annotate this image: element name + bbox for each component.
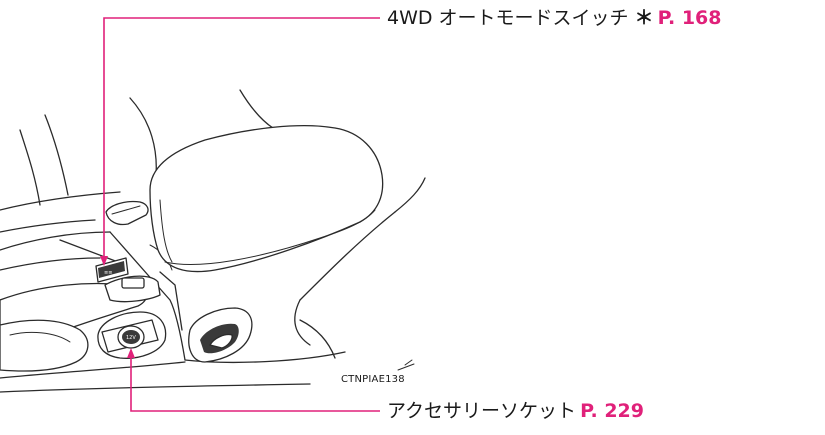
- callout-socket-label: アクセサリーソケット: [387, 400, 577, 422]
- callout-4wd-asterisk: ＊: [634, 7, 654, 29]
- callout-4wd-label: 4WD オートモードスイッチ: [387, 7, 629, 29]
- shift-gate: [104, 275, 161, 303]
- svg-text:12V: 12V: [126, 335, 136, 341]
- left-seat-outline: [0, 114, 121, 233]
- illustration-code: CTNPIAE138: [341, 374, 405, 385]
- ground-marks: [397, 359, 415, 371]
- leader-line-4wd: [100, 17, 380, 266]
- callout-socket-page-ref[interactable]: P. 229: [580, 400, 644, 422]
- callout-4wd-page-ref[interactable]: P. 168: [657, 7, 722, 29]
- armrest: [149, 125, 384, 273]
- svg-text:≡≡: ≡≡: [104, 270, 112, 276]
- tray-clip: [105, 200, 149, 226]
- side-pocket: [188, 307, 253, 363]
- callout-4wd-switch: 4WD オートモードスイッチ＊P. 168: [387, 7, 722, 29]
- power-socket-icon[interactable]: 12V: [117, 325, 145, 349]
- leader-line-socket: [127, 348, 380, 412]
